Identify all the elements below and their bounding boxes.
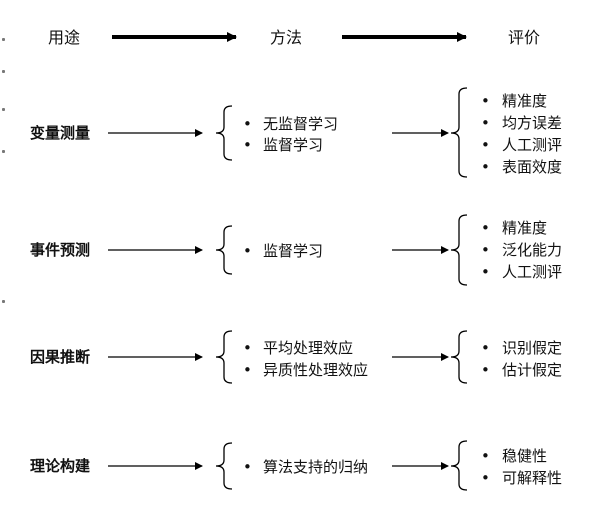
eval-item: 泛化能力 bbox=[502, 241, 563, 259]
method-bullet: • bbox=[243, 115, 252, 133]
eval-bullet: • bbox=[481, 339, 490, 357]
brace-eval bbox=[450, 87, 468, 178]
use-label: 事件预测 bbox=[30, 241, 91, 259]
brace-method bbox=[215, 330, 233, 384]
header-method: 方法 bbox=[270, 28, 303, 47]
method-item: 算法支持的归纳 bbox=[263, 458, 369, 476]
brace-method bbox=[215, 225, 233, 275]
eval-bullet: • bbox=[481, 263, 490, 281]
eval-bullet: • bbox=[481, 361, 490, 379]
edge-mark bbox=[2, 70, 5, 73]
eval-item: 稳健性 bbox=[502, 447, 548, 465]
use-label: 变量测量 bbox=[30, 124, 91, 142]
eval-bullet: • bbox=[481, 447, 490, 465]
use-label: 因果推断 bbox=[30, 348, 91, 366]
brace-eval bbox=[450, 330, 468, 384]
method-bullet: • bbox=[243, 339, 252, 357]
method-item: 平均处理效应 bbox=[263, 339, 354, 357]
header-evaluation: 评价 bbox=[508, 28, 541, 47]
brace-method bbox=[215, 442, 233, 490]
brace-eval bbox=[450, 214, 468, 286]
eval-item: 精准度 bbox=[502, 92, 548, 110]
edge-mark bbox=[2, 38, 5, 41]
method-bullet: • bbox=[243, 458, 252, 476]
eval-bullet: • bbox=[481, 469, 490, 487]
eval-item: 表面效度 bbox=[502, 158, 563, 176]
brace-eval bbox=[450, 440, 468, 491]
edge-mark bbox=[2, 108, 5, 111]
method-bullet: • bbox=[243, 136, 252, 154]
eval-item: 精准度 bbox=[502, 219, 548, 237]
eval-item: 估计假定 bbox=[502, 361, 563, 379]
eval-item: 可解释性 bbox=[502, 469, 563, 487]
header-use: 用途 bbox=[48, 28, 81, 47]
eval-bullet: • bbox=[481, 114, 490, 132]
eval-bullet: • bbox=[481, 158, 490, 176]
eval-bullet: • bbox=[481, 219, 490, 237]
eval-item: 均方误差 bbox=[502, 114, 563, 132]
method-item: 无监督学习 bbox=[263, 115, 339, 133]
eval-bullet: • bbox=[481, 92, 490, 110]
eval-item: 人工测评 bbox=[502, 136, 563, 154]
edge-mark bbox=[2, 150, 5, 153]
eval-bullet: • bbox=[481, 136, 490, 154]
method-item: 异质性处理效应 bbox=[263, 361, 369, 379]
eval-item: 人工测评 bbox=[502, 263, 563, 281]
use-label: 理论构建 bbox=[30, 457, 91, 475]
method-bullet: • bbox=[243, 242, 252, 260]
method-bullet: • bbox=[243, 361, 252, 379]
brace-method bbox=[215, 105, 233, 161]
edge-mark bbox=[2, 300, 5, 303]
method-item: 监督学习 bbox=[263, 136, 324, 154]
eval-item: 识别假定 bbox=[502, 339, 563, 357]
eval-bullet: • bbox=[481, 241, 490, 259]
method-item: 监督学习 bbox=[263, 242, 324, 260]
